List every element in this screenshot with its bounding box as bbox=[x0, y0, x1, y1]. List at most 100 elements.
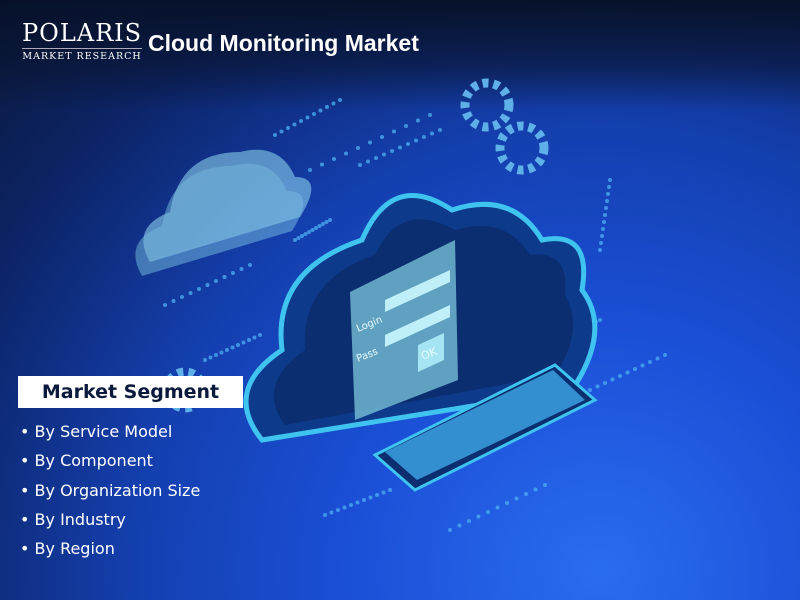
dot bbox=[314, 226, 318, 230]
dot bbox=[648, 360, 652, 364]
dot bbox=[205, 283, 210, 287]
dot bbox=[422, 135, 426, 139]
dot bbox=[241, 340, 246, 345]
dot bbox=[655, 356, 660, 361]
dot bbox=[312, 112, 316, 116]
dot bbox=[344, 151, 348, 156]
dot bbox=[171, 299, 176, 303]
dot bbox=[505, 501, 509, 505]
segment-item: By Organization Size bbox=[20, 481, 201, 510]
dot bbox=[598, 318, 602, 322]
dot bbox=[467, 519, 471, 523]
dot bbox=[382, 152, 386, 157]
dot bbox=[414, 138, 418, 143]
dot bbox=[300, 234, 304, 238]
dot bbox=[305, 115, 310, 120]
dot bbox=[476, 514, 481, 519]
dot bbox=[430, 131, 434, 136]
dot bbox=[406, 142, 410, 146]
dot bbox=[633, 367, 637, 371]
dot bbox=[296, 236, 301, 240]
keyboard-icon bbox=[372, 363, 598, 492]
dot bbox=[543, 483, 547, 487]
dot bbox=[486, 510, 490, 514]
dot bbox=[225, 348, 229, 352]
dot bbox=[495, 505, 500, 510]
dot bbox=[293, 238, 297, 242]
dot bbox=[428, 113, 432, 117]
dot bbox=[336, 508, 340, 512]
dot bbox=[230, 345, 235, 350]
dot bbox=[310, 228, 315, 232]
dot bbox=[356, 146, 360, 150]
dot bbox=[602, 220, 606, 224]
dot bbox=[248, 263, 252, 267]
dot bbox=[618, 374, 622, 378]
dot bbox=[533, 487, 538, 492]
dot bbox=[273, 133, 277, 137]
dot bbox=[599, 241, 603, 245]
dot bbox=[588, 388, 592, 392]
dot bbox=[392, 129, 396, 134]
dot bbox=[374, 156, 378, 160]
dot bbox=[307, 230, 311, 234]
segment-item: By Service Model bbox=[20, 422, 200, 451]
dot bbox=[603, 213, 607, 217]
dot bbox=[318, 108, 323, 113]
dot bbox=[231, 271, 235, 275]
dot bbox=[605, 199, 609, 203]
dot bbox=[219, 350, 224, 355]
dot bbox=[380, 135, 384, 139]
dot bbox=[375, 493, 379, 497]
dot bbox=[222, 275, 227, 279]
dot bbox=[332, 157, 336, 161]
dot bbox=[595, 384, 600, 389]
page-title: Cloud Monitoring Market bbox=[148, 30, 419, 56]
dot bbox=[598, 248, 602, 252]
dot bbox=[331, 101, 336, 106]
segment-item: By Industry bbox=[20, 510, 200, 539]
dot bbox=[188, 291, 193, 295]
dot bbox=[524, 492, 528, 496]
small-cloud-icon bbox=[135, 149, 312, 276]
ok-button: OK bbox=[419, 344, 439, 362]
dot bbox=[625, 370, 630, 375]
header-band bbox=[0, 0, 800, 110]
dot bbox=[355, 500, 360, 505]
big-cloud-icon bbox=[243, 193, 598, 443]
dot bbox=[601, 227, 605, 231]
polaris-logo: POLARIS MARKET RESEARCH bbox=[22, 19, 143, 62]
dot bbox=[603, 381, 607, 385]
dot bbox=[308, 168, 312, 172]
dot bbox=[323, 513, 327, 517]
dot bbox=[663, 353, 667, 357]
dot bbox=[368, 495, 373, 500]
dot bbox=[214, 279, 218, 283]
dot bbox=[321, 222, 325, 226]
dot bbox=[349, 503, 353, 507]
dot bbox=[324, 220, 329, 224]
dot bbox=[606, 192, 610, 196]
dot bbox=[404, 124, 408, 128]
dot bbox=[214, 353, 218, 357]
dot bbox=[358, 163, 362, 167]
dot bbox=[457, 523, 462, 528]
dot bbox=[608, 178, 612, 182]
dot bbox=[338, 98, 342, 102]
dot bbox=[299, 119, 303, 123]
dot bbox=[292, 122, 297, 127]
dot bbox=[448, 528, 452, 532]
dot bbox=[236, 343, 240, 347]
dot bbox=[342, 505, 347, 510]
segment-heading: Market Segment bbox=[18, 376, 243, 408]
dot bbox=[607, 185, 611, 189]
logo-brand: POLARIS bbox=[22, 19, 143, 47]
dot bbox=[197, 287, 201, 291]
logo-subtitle: MARKET RESEARCH bbox=[22, 48, 143, 62]
dot bbox=[180, 295, 184, 299]
dot bbox=[208, 355, 213, 360]
segment-item: By Component bbox=[20, 451, 200, 480]
dot bbox=[325, 105, 329, 109]
dot bbox=[610, 377, 615, 382]
